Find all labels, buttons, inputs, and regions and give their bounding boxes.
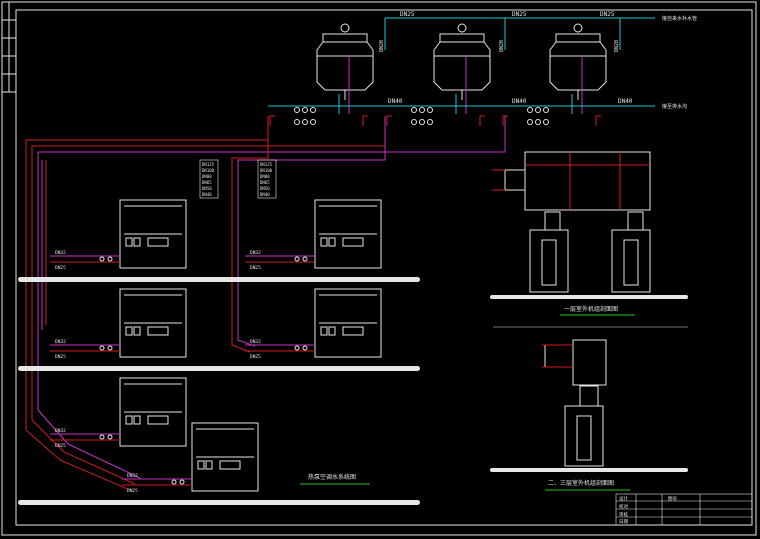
pipe-table-cell: DN50 <box>202 186 212 191</box>
pipe-table-cell: DN65 <box>260 180 270 185</box>
drain-label: 接至排水沟 <box>662 103 687 110</box>
unit-tag: DN32 <box>55 339 66 345</box>
unit-tag: DN32 <box>55 250 66 256</box>
unit-group: DN32DN25DN32DN25DN32DN25DN32DN25DN32DN25… <box>50 199 382 494</box>
pipe-size-table-left <box>199 159 219 199</box>
section-2-title: 二、三层室外机组剖面图 <box>548 479 614 487</box>
pipe-table-cell: DN40 <box>260 192 270 197</box>
unit-tag: DN25 <box>55 443 66 449</box>
tank <box>502 23 607 126</box>
plan-title: 热泵空调水系统图 <box>308 473 356 481</box>
dn25-label: DN25 <box>400 11 415 18</box>
floor-slabs <box>18 277 688 505</box>
tank <box>386 23 491 126</box>
unit-tag: DN25 <box>250 265 261 271</box>
section-1-detail <box>492 151 651 293</box>
make-up-water-pipe <box>268 17 655 107</box>
make-up-water-label: 接自来水补水管 <box>662 15 697 22</box>
tank-group <box>269 23 607 126</box>
title-block-name: 图号 <box>668 496 677 502</box>
pipe-table-cell: DN125 <box>202 162 215 167</box>
floor-slab <box>490 295 688 299</box>
floor-slab <box>18 500 420 505</box>
title-block-row: 日期 <box>619 519 628 525</box>
unit-tag: DN32 <box>55 428 66 434</box>
unit-tag: DN32 <box>250 339 261 345</box>
section-titles: 热泵空调水系统图 一层室外机组剖面图 二、三层室外机组剖面图 <box>308 305 618 487</box>
floor-slab <box>18 366 420 371</box>
pipe-table-cell: DN80 <box>202 174 212 179</box>
pipe-table-cell: DN100 <box>202 168 215 173</box>
dn40-label: DN40 <box>512 98 527 105</box>
section-2-detail <box>542 339 607 467</box>
pipe-size-table-right <box>257 159 277 199</box>
pipe-table-cell: DN100 <box>260 168 273 173</box>
floor-slab <box>490 468 688 472</box>
pipe-table-cell: DN65 <box>202 180 212 185</box>
dn25-label: DN25 <box>512 11 527 18</box>
dn25-label: DN25 <box>600 11 615 18</box>
unit-tag: DN25 <box>127 488 138 494</box>
dn20-label: DN20 <box>379 40 385 52</box>
pipe-table-cell: DN80 <box>260 174 270 179</box>
pipe-size-table-text: DN125DN100DN80DN65DN50DN40DN125DN100DN80… <box>202 162 273 197</box>
dn40-label: DN40 <box>618 98 633 105</box>
unit-tag: DN25 <box>55 354 66 360</box>
unit-tag: DN25 <box>250 354 261 360</box>
title-block-text: 图号 设计 校对 审核 日期 <box>619 495 677 525</box>
floor-slab <box>18 277 420 282</box>
title-block-row: 校对 <box>619 503 628 510</box>
dn20-label: DN20 <box>614 40 620 52</box>
unit-tag: DN32 <box>250 250 261 256</box>
title-block <box>615 493 753 526</box>
pipe-table-cell: DN50 <box>260 186 270 191</box>
dn40-label: DN40 <box>388 98 403 105</box>
main-risers <box>25 116 506 491</box>
title-block-row: 审核 <box>619 511 628 518</box>
dn20-label: DN20 <box>499 40 505 52</box>
title-underlines <box>300 314 635 491</box>
unit-tag: DN32 <box>127 473 138 479</box>
pipe-table-cell: DN40 <box>202 192 212 197</box>
tank <box>269 23 374 126</box>
title-block-row: 设计 <box>619 495 628 502</box>
top-labels: DN25 DN25 DN25 接自来水补水管 DN40 DN40 DN40 接至… <box>379 11 697 110</box>
section-1-title: 一层室外机组剖面图 <box>564 305 618 313</box>
unit-tag: DN25 <box>55 265 66 271</box>
pipe-table-cell: DN125 <box>260 162 273 167</box>
